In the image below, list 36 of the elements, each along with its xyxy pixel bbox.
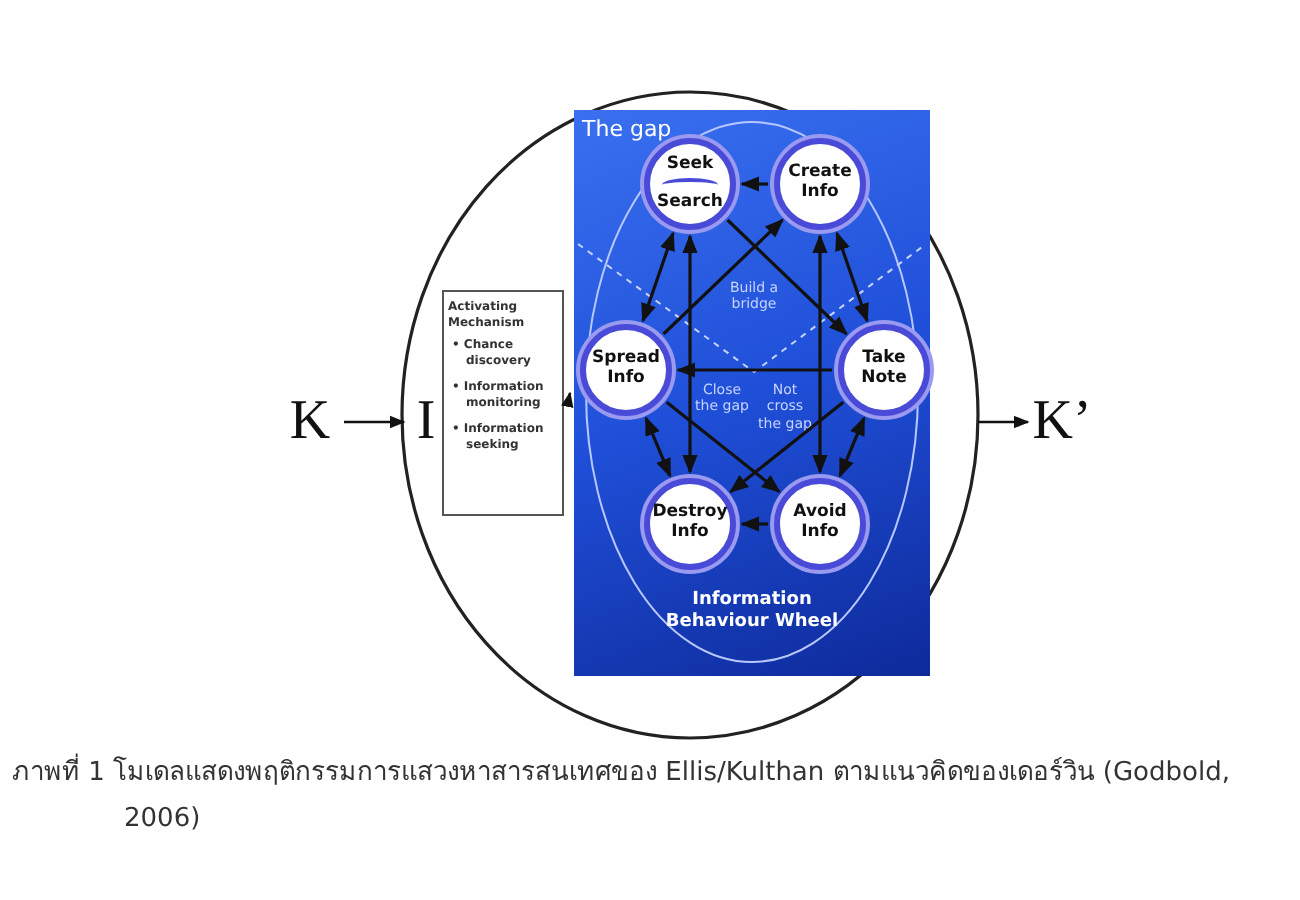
symbol-text: K xyxy=(289,394,331,450)
arrow xyxy=(644,416,672,478)
arrow xyxy=(838,416,866,478)
arrow xyxy=(740,176,768,192)
caption: ภาพที่ 1 โมเดลแสดงพฤติกรรมการแสวงหาสารสนเทศของ Ellis/Kulthan ตามแนวคิดของเดอร์วิน (Godbold, 2006) xyxy=(8,752,1288,843)
arrow xyxy=(729,401,845,493)
wheel-label: Information Behaviour Wheel xyxy=(663,590,841,634)
arrow xyxy=(812,234,828,474)
node-label: Destroy Info xyxy=(650,504,730,544)
node-label: Seek xyxy=(666,155,714,175)
process-circle xyxy=(580,324,672,416)
process-circle xyxy=(838,324,930,416)
arrow xyxy=(641,231,675,323)
arrow xyxy=(344,415,406,429)
process-circle xyxy=(774,478,866,570)
node-label: Avoid Info xyxy=(791,504,849,544)
symbol-text: I xyxy=(416,394,436,450)
arrow xyxy=(665,401,781,493)
arrow xyxy=(662,218,784,336)
node-label: Search xyxy=(657,193,723,213)
mechanism-box xyxy=(442,290,564,516)
arrow xyxy=(740,516,768,532)
process-circle xyxy=(644,138,736,230)
node-label: Take Note xyxy=(859,350,909,390)
symbol-text: K’ xyxy=(1032,394,1092,450)
process-circle xyxy=(644,478,736,570)
arrow xyxy=(561,391,574,408)
panel-title: The gap xyxy=(582,116,672,142)
arrow xyxy=(835,231,869,323)
node-label: Spread Info xyxy=(590,350,662,390)
process-circle xyxy=(774,138,866,230)
arrow xyxy=(726,218,848,336)
arrow xyxy=(978,415,1030,429)
arrow xyxy=(682,234,698,474)
arrow xyxy=(676,362,832,378)
node-label: Create Info xyxy=(786,164,854,204)
